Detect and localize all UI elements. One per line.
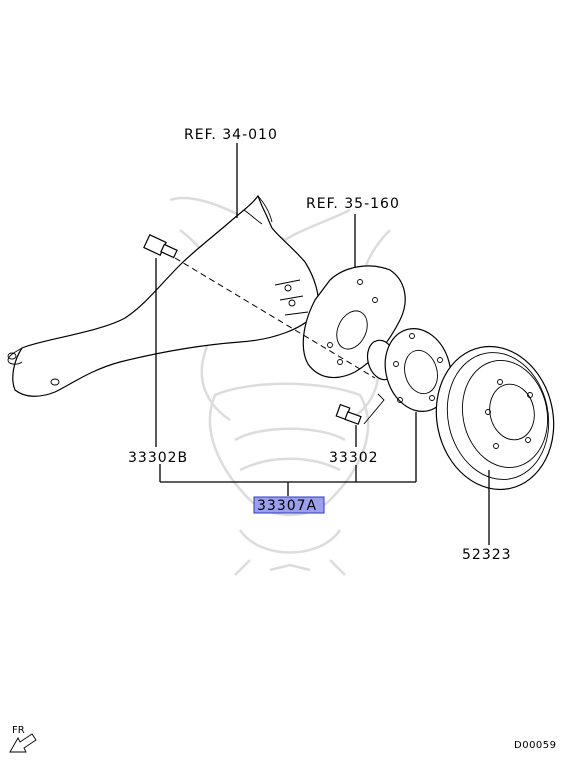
diagram-code: D00059 <box>514 740 557 751</box>
front-arrow-icon <box>9 733 37 753</box>
flange-bolt <box>143 234 178 259</box>
direction-label: FR <box>12 725 25 736</box>
brake-drum <box>435 345 555 491</box>
part-number-hub-assembly[interactable]: 33307A <box>257 498 317 514</box>
part-number-brake-drum[interactable]: 52323 <box>462 547 512 563</box>
ref-label-backing-plate: REF. 35-160 <box>306 196 400 212</box>
part-number-bolt[interactable]: 33302B <box>128 450 188 466</box>
part-number-hub-bolt[interactable]: 33302 <box>329 450 379 466</box>
trailing-arm <box>7 194 320 397</box>
leader-lines <box>155 143 490 545</box>
hub-bolt <box>335 403 362 425</box>
alignment-line <box>174 257 376 379</box>
highlight-box <box>253 496 325 514</box>
ref-label-trailing-arm: REF. 34-010 <box>184 127 278 143</box>
hub-assembly <box>366 327 452 413</box>
